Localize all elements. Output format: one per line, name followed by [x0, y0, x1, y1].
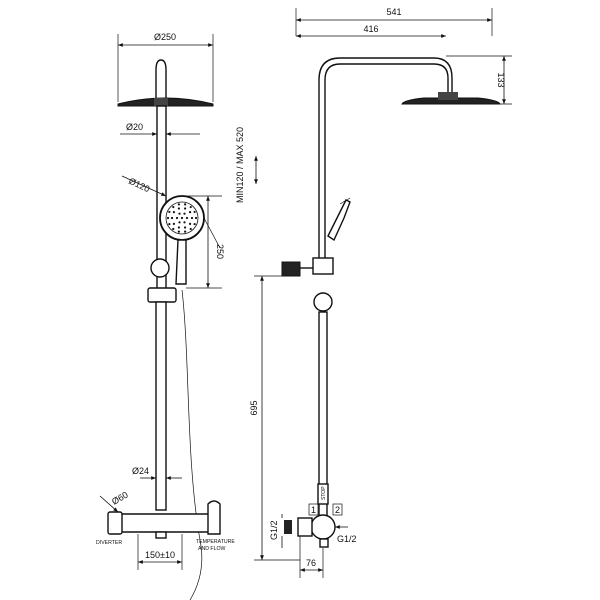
nozzle [172, 222, 176, 225]
dim-head-diameter: Ø250 [154, 32, 176, 42]
nozzle [189, 227, 192, 231]
nozzle [172, 227, 175, 231]
dim-head-drop: 133 [496, 72, 506, 87]
shower-hose [181, 289, 203, 600]
head-joint-front [154, 98, 168, 106]
wall-bracket-side [281, 261, 301, 277]
head-joint-side [438, 92, 458, 100]
nozzle [183, 212, 186, 215]
dim-pipe-diameter: Ø20 [126, 122, 143, 132]
slide-bar-joint-side [312, 257, 334, 275]
shower-arm-front [155, 59, 167, 101]
hand-shower-nozzles [166, 203, 198, 233]
nozzle [190, 216, 194, 220]
label-flow: AND FLOW [198, 546, 225, 552]
mixer-outlet [155, 531, 167, 539]
dim-adjust-range: MIN120 / MAX 520 [235, 127, 245, 203]
nozzle [193, 210, 196, 214]
mixer-body-side [310, 514, 336, 540]
rain-shower-head-side [401, 97, 501, 105]
nozzle [189, 205, 192, 209]
nozzle [172, 205, 175, 209]
nozzle [183, 221, 186, 224]
mixer-outlet-side [319, 538, 329, 548]
side-view: 541 416 133 MIN120 / MAX 520 695 [235, 7, 512, 578]
hand-shower-ring [165, 201, 199, 235]
nozzle [177, 207, 181, 210]
nozzle [180, 216, 184, 220]
label-temperature: TEMPERATURE [196, 539, 235, 545]
nozzle [184, 230, 187, 233]
hand-shower-handle [175, 239, 187, 285]
shower-arm-side [318, 57, 453, 263]
handshower-holder-knob [150, 258, 170, 278]
marker-2: 2 [335, 505, 340, 515]
front-view: Ø250 Ø20 Ø120 250 Ø24 [96, 32, 235, 600]
nozzle [168, 210, 171, 214]
dim-centers: 150±10 [145, 550, 175, 560]
nozzle [172, 211, 176, 214]
thermostatic-mixer-body [117, 513, 219, 533]
thread-left: G1/2 [269, 520, 279, 540]
nozzle [170, 216, 174, 220]
diverter-knob [107, 511, 123, 535]
nozzle [185, 216, 189, 220]
dim-arm-length: 416 [363, 24, 378, 34]
temperature-knob [207, 500, 221, 535]
dim-offset: 76 [306, 558, 316, 568]
dim-handshower-height: 250 [215, 244, 225, 259]
dim-knob-line [99, 495, 119, 513]
nozzle [184, 203, 187, 206]
nozzle [177, 203, 180, 206]
label-stop: STOP [321, 486, 327, 500]
nozzle [183, 207, 187, 210]
hand-shower-side-face [339, 197, 351, 205]
dim-handshower-diameter: Ø120 [127, 176, 151, 194]
dim-riser-height: 695 [249, 400, 259, 415]
nozzle [194, 216, 198, 220]
dim-handshower-line [121, 175, 167, 197]
holder-knob-side [313, 292, 333, 312]
nozzle [178, 212, 181, 215]
nozzle [183, 226, 187, 229]
nozzle [177, 226, 181, 229]
nozzle [177, 230, 180, 233]
nozzle [193, 222, 196, 226]
thread-right: G1/2 [337, 534, 357, 544]
marker-1: 1 [311, 505, 316, 515]
nozzle [175, 216, 179, 220]
marker-1-box [308, 503, 319, 516]
wall-eccentric-connector [297, 517, 313, 537]
nozzle [166, 216, 170, 220]
dim-knob-diameter: Ø60 [110, 490, 130, 507]
stop-block [317, 483, 329, 505]
lower-riser-pipe-front [155, 301, 167, 511]
dim-riser-diameter: Ø24 [132, 466, 149, 476]
hand-shower-side [327, 199, 351, 242]
marker-2-box [332, 503, 343, 516]
label-diverter: DIVERTER [96, 540, 122, 546]
dim-total-width: 541 [386, 7, 401, 17]
nozzle [188, 211, 192, 214]
nozzle [178, 221, 181, 224]
wall-flange [284, 520, 292, 534]
nozzle [168, 222, 171, 226]
nozzle [188, 222, 192, 225]
slide-bar-joint-front [147, 287, 177, 303]
